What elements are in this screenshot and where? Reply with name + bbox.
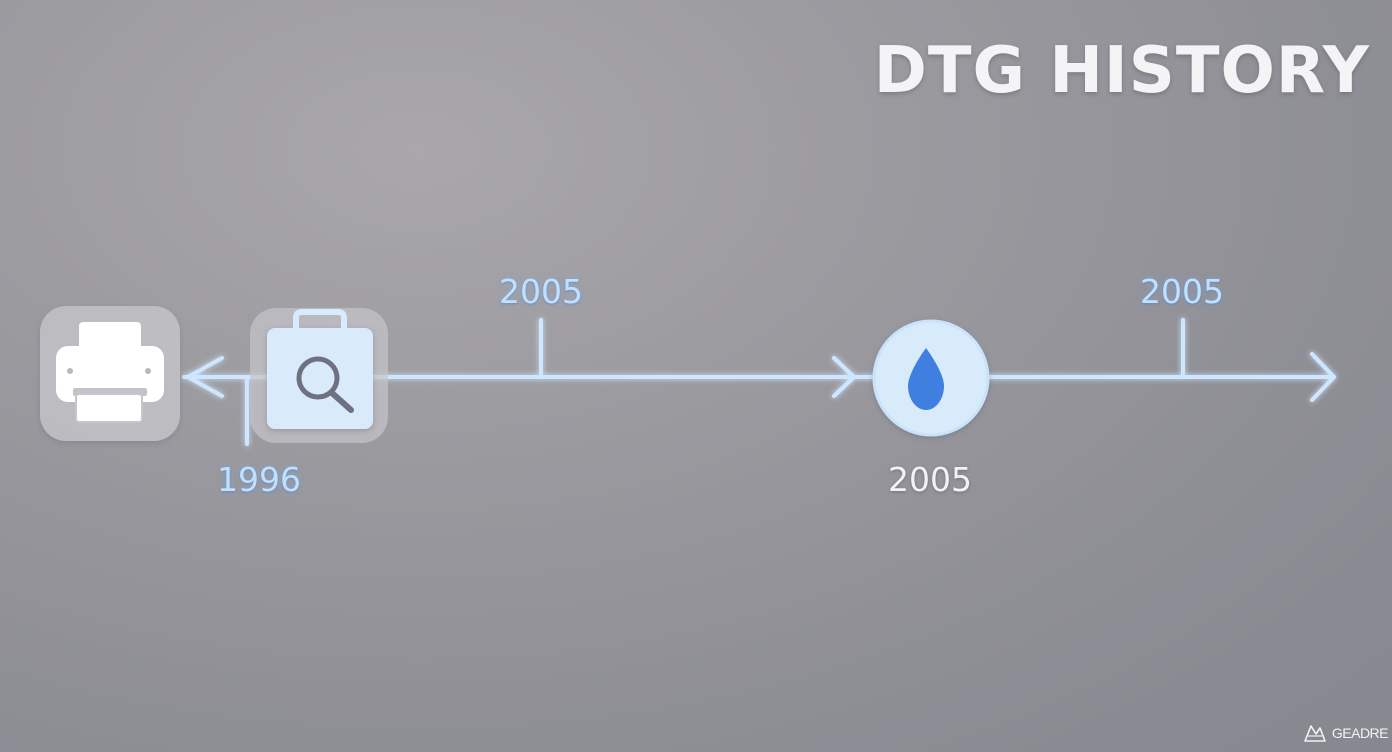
magnifier-bag-icon — [250, 308, 388, 443]
page-title: DTG HISTORY — [873, 34, 1370, 108]
year-label-below: 2005 — [888, 460, 972, 499]
printer-icon — [40, 306, 180, 441]
year-label-below: 1996 — [217, 460, 301, 499]
watermark: GEADRE — [1302, 722, 1389, 744]
left-arrowhead — [186, 356, 224, 398]
watermark-logo-icon — [1304, 725, 1326, 742]
year-label-above: 2005 — [499, 272, 583, 311]
ink-drop-icon — [872, 319, 990, 437]
year-label-above: 2005 — [1140, 272, 1224, 311]
watermark-text: GEADRE — [1331, 725, 1389, 741]
right-arrowhead — [1310, 352, 1336, 402]
middle-arrowhead — [832, 356, 856, 398]
